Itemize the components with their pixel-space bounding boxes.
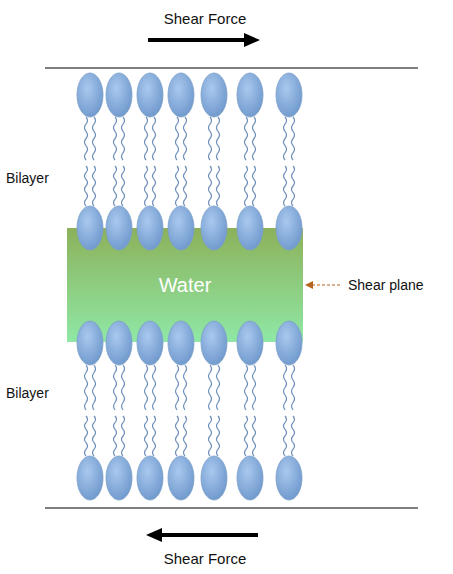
lipid-tail xyxy=(245,166,248,206)
lipid-head xyxy=(168,206,194,250)
lipid-tail xyxy=(153,117,156,160)
force-label: Shear Force xyxy=(164,10,247,27)
lipid-tail xyxy=(85,117,88,160)
lipid-head xyxy=(201,321,227,365)
lipid-tail xyxy=(184,117,187,160)
lipid-head xyxy=(137,206,163,250)
lipid-tail xyxy=(217,117,220,160)
lipid-tail xyxy=(145,365,148,410)
lipid-head xyxy=(168,73,194,117)
lipid-tail xyxy=(153,416,156,456)
lipid-tail xyxy=(209,117,212,160)
lipid-tail xyxy=(153,365,156,410)
lipid-tail xyxy=(292,166,295,206)
lipid-head xyxy=(137,456,163,500)
lipid-head xyxy=(137,73,163,117)
lipid-head xyxy=(237,456,263,500)
lipid-head xyxy=(276,456,302,500)
lipid-head xyxy=(106,456,132,500)
lipid-tail xyxy=(122,365,125,410)
lipid-head xyxy=(237,321,263,365)
lipid-head xyxy=(106,73,132,117)
top-shear-arrow xyxy=(148,33,260,47)
lipid-tail xyxy=(176,365,179,410)
lipid-tail xyxy=(176,166,179,206)
lipid-tail xyxy=(184,166,187,206)
lipid-tail xyxy=(85,365,88,410)
lipid-tail xyxy=(114,166,117,206)
layer-label: Bilayer xyxy=(6,385,49,401)
plane-label: Shear plane xyxy=(348,277,424,293)
layer-label: Bilayer xyxy=(6,170,49,186)
lipid-tail xyxy=(217,365,220,410)
lipid-head xyxy=(276,206,302,250)
lipid-tail xyxy=(114,117,117,160)
lipid-tail xyxy=(217,166,220,206)
lipid-tail xyxy=(284,166,287,206)
lipid-tail xyxy=(85,416,88,456)
lipid-tail xyxy=(209,365,212,410)
lipid-tail xyxy=(145,166,148,206)
lipid-head xyxy=(168,321,194,365)
lipid-tail xyxy=(253,166,256,206)
lipid-tail xyxy=(292,365,295,410)
bottom-shear-arrow xyxy=(146,528,258,542)
lipid-tail xyxy=(114,365,117,410)
lipid-head xyxy=(106,206,132,250)
lipid-heads xyxy=(77,73,302,500)
lipid-tail xyxy=(93,117,96,160)
lipid-tail xyxy=(284,416,287,456)
lipid-tail xyxy=(284,365,287,410)
region-label: Water xyxy=(159,274,212,297)
force-label: Shear Force xyxy=(164,550,247,567)
lipid-tail xyxy=(217,416,220,456)
lipid-head xyxy=(77,456,103,500)
lipid-head xyxy=(106,321,132,365)
lipid-head xyxy=(137,321,163,365)
lipid-head xyxy=(77,321,103,365)
shear-plane-leader xyxy=(305,281,340,289)
lipid-tail xyxy=(209,166,212,206)
lipid-tail xyxy=(253,416,256,456)
lipid-tail xyxy=(145,117,148,160)
lipid-head xyxy=(77,73,103,117)
lipid-tail xyxy=(176,117,179,160)
lipid-tail xyxy=(122,117,125,160)
lipid-tail xyxy=(284,117,287,160)
lipid-head xyxy=(168,456,194,500)
lipid-tail xyxy=(292,117,295,160)
lipid-tail xyxy=(253,365,256,410)
lipid-tail xyxy=(245,416,248,456)
water-layer: Water xyxy=(67,250,303,320)
lipid-tails xyxy=(85,117,295,456)
lipid-head xyxy=(77,206,103,250)
lipid-tail xyxy=(176,416,179,456)
bottom-plate xyxy=(45,507,418,509)
lipid-tail xyxy=(253,117,256,160)
lipid-tail xyxy=(122,166,125,206)
lipid-tail xyxy=(93,416,96,456)
lipid-tail xyxy=(292,416,295,456)
lipid-tail xyxy=(245,365,248,410)
lipid-tail xyxy=(184,416,187,456)
lipid-head xyxy=(201,206,227,250)
lipid-tail xyxy=(153,166,156,206)
lipid-tail xyxy=(93,365,96,410)
lipid-tail xyxy=(114,416,117,456)
top-plate xyxy=(45,67,418,69)
lipid-head xyxy=(201,456,227,500)
lipid-tail xyxy=(209,416,212,456)
lipid-tail xyxy=(245,117,248,160)
lipid-head xyxy=(276,321,302,365)
lipid-tail xyxy=(145,416,148,456)
lipid-head xyxy=(237,206,263,250)
lipid-head xyxy=(201,73,227,117)
lipid-tail xyxy=(184,365,187,410)
lipid-head xyxy=(276,73,302,117)
lipid-tail xyxy=(93,166,96,206)
lipid-tail xyxy=(122,416,125,456)
lipid-tail xyxy=(85,166,88,206)
lipid-head xyxy=(237,73,263,117)
